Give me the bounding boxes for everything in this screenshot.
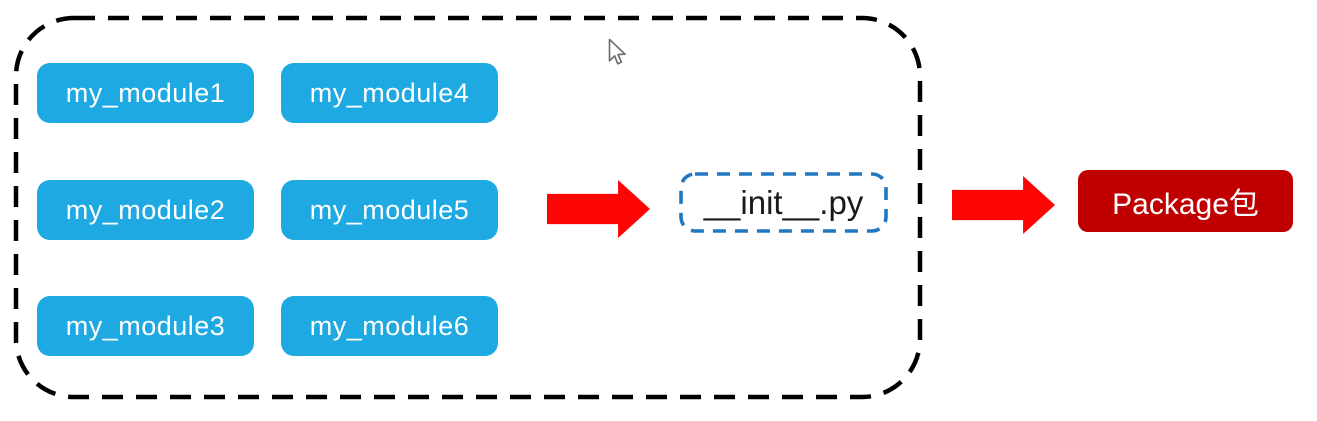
init-file-label: __init__.py (703, 183, 864, 221)
module-box-my-module6: my_module6 (281, 296, 498, 356)
module-box-my-module4: my_module4 (281, 63, 498, 123)
arrow-init-to-package-icon (952, 176, 1055, 234)
module-box-my-module5: my_module5 (281, 180, 498, 240)
package-box: Package包 (1078, 170, 1293, 232)
module-box-my-module1: my_module1 (37, 63, 254, 123)
mouse-cursor-icon (608, 38, 626, 65)
module-box-my-module2: my_module2 (37, 180, 254, 240)
arrow-modules-to-init-icon (547, 180, 650, 238)
module-box-my-module3: my_module3 (37, 296, 254, 356)
